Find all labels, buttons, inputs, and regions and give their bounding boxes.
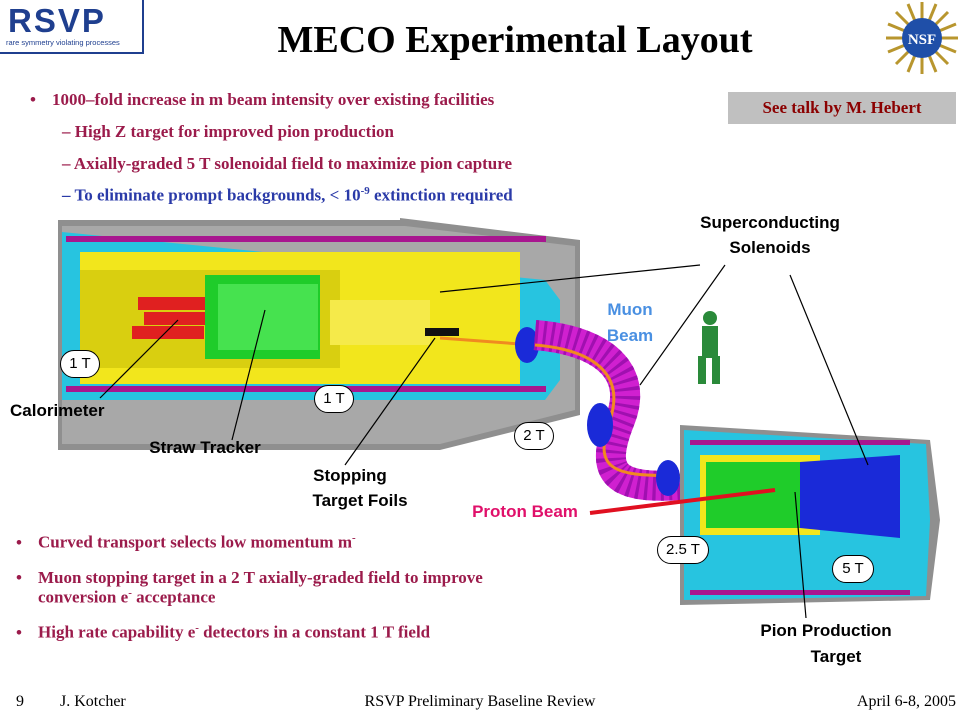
top-sub-bullet-3-tail: extinction required <box>369 185 513 205</box>
top-sub-bullet-3-exponent: -9 <box>360 185 370 197</box>
top-sub-bullet-1-text: High Z target for improved pion producti… <box>74 122 394 141</box>
proton-beam-arrow <box>589 488 776 515</box>
bullet-dot: • <box>16 568 22 587</box>
see-talk-box: See talk by M. Hebert <box>728 92 956 124</box>
stopping-target-region <box>330 300 430 345</box>
bullet-dot: • <box>16 622 22 642</box>
bullet-dot: • <box>30 90 36 109</box>
muon-label: Muon <box>607 300 653 319</box>
bottom-bullet-2-text-b: conversion e <box>38 587 129 607</box>
field-value-transport: 2.5 T <box>657 536 709 564</box>
calorimeter-block <box>138 297 208 310</box>
slide-title: MECO Experimental Layout <box>277 19 753 61</box>
pion-target-label: Target <box>810 647 862 666</box>
transport-coil <box>515 327 539 363</box>
rsvp-logo-text: RSVP <box>8 2 106 39</box>
coil-stripe <box>690 440 910 445</box>
top-sub-bullet-3: – To eliminate prompt backgrounds, < 10-… <box>62 185 513 205</box>
nsf-logo-text: NSF <box>908 32 936 48</box>
proton-beam-label: Proton Beam <box>472 502 578 521</box>
leader-lines <box>99 264 869 619</box>
top-bullet-main-text: 1000–fold increase in m beam intensity o… <box>52 90 495 109</box>
straw-tracker-inner <box>218 284 318 350</box>
nsf-logo: NSF <box>886 2 958 74</box>
bottom-bullet-3-text-b: detectors in a constant 1 T field <box>198 622 431 642</box>
top-sub-bullet-1: – High Z target for improved pion produc… <box>62 122 394 141</box>
field-value-tracker: 1 T <box>314 385 354 413</box>
target-foils-label: Target Foils <box>312 491 408 510</box>
bottom-bullet-2-cont: conversion e- acceptance <box>38 587 215 608</box>
bottom-bullet-1-text: Curved transport selects low momentum m <box>38 532 352 552</box>
bottom-bullet-3-sup: - <box>195 622 199 634</box>
stopping-label: Stopping <box>313 466 387 485</box>
bottom-bullet-2-sup: - <box>128 587 132 599</box>
field-value-calorimeter: 1 T <box>60 350 100 378</box>
calorimeter-label: Calorimeter <box>10 401 105 420</box>
bullet-dot: • <box>16 532 22 552</box>
bottom-bullet-2: • Muon stopping target in a 2 T axially-g… <box>16 568 483 588</box>
production-target-cone <box>800 455 900 538</box>
footer-author: J. Kotcher <box>60 693 126 710</box>
calorimeter-block <box>132 326 204 339</box>
top-bullet-main: • 1000–fold increase in m beam intensity … <box>30 90 494 110</box>
bottom-bullet-2-text-c: acceptance <box>131 587 216 607</box>
straw-tracker-label: Straw Tracker <box>149 438 261 457</box>
beam-label: Beam <box>606 326 654 345</box>
footer-event: RSVP Preliminary Baseline Review <box>364 693 596 710</box>
rsvp-logo: RSVP rare symmetry violating processes <box>0 0 144 54</box>
transport-coil <box>587 403 613 447</box>
top-sub-bullet-2-text: Axially-graded 5 T solenoidal field to m… <box>73 154 513 173</box>
rsvp-logo-tagline: rare symmetry violating processes <box>6 38 120 47</box>
transport-coil <box>656 460 680 496</box>
field-value-stopping-target: 2 T <box>514 422 554 450</box>
calorimeter-block <box>144 312 216 325</box>
bottom-bullet-1: • Curved transport selects low momentum m… <box>16 532 356 553</box>
human-scale-figure <box>698 311 720 384</box>
solenoids-label: Solenoids <box>729 238 811 257</box>
field-value-production: 5 T <box>832 555 874 583</box>
top-sub-bullet-2: – Axially-graded 5 T solenoidal field to… <box>62 154 513 173</box>
bottom-bullet-3: • High rate capability e- detectors in a … <box>16 622 430 643</box>
top-sub-bullet-3-text: To eliminate prompt backgrounds, < 10 <box>74 185 361 205</box>
footer-page-number: 9 <box>16 693 24 710</box>
superconducting-label: Superconducting <box>700 213 840 232</box>
muon-beam-path <box>439 336 521 346</box>
pion-production-label: Pion Production <box>760 621 892 640</box>
stopping-target-foils <box>425 328 459 336</box>
coil-stripe <box>66 236 546 242</box>
bottom-bullet-3-text-a: High rate capability e <box>38 622 196 642</box>
footer-date: April 6-8, 2005 <box>856 693 956 710</box>
coil-stripe <box>66 386 546 392</box>
coil-stripe <box>690 590 910 595</box>
bottom-bullet-1-sup: - <box>351 532 356 544</box>
bottom-bullet-2-text: Muon stopping target in a 2 T axially-gr… <box>38 568 483 587</box>
transport-coil-windings <box>533 320 682 501</box>
